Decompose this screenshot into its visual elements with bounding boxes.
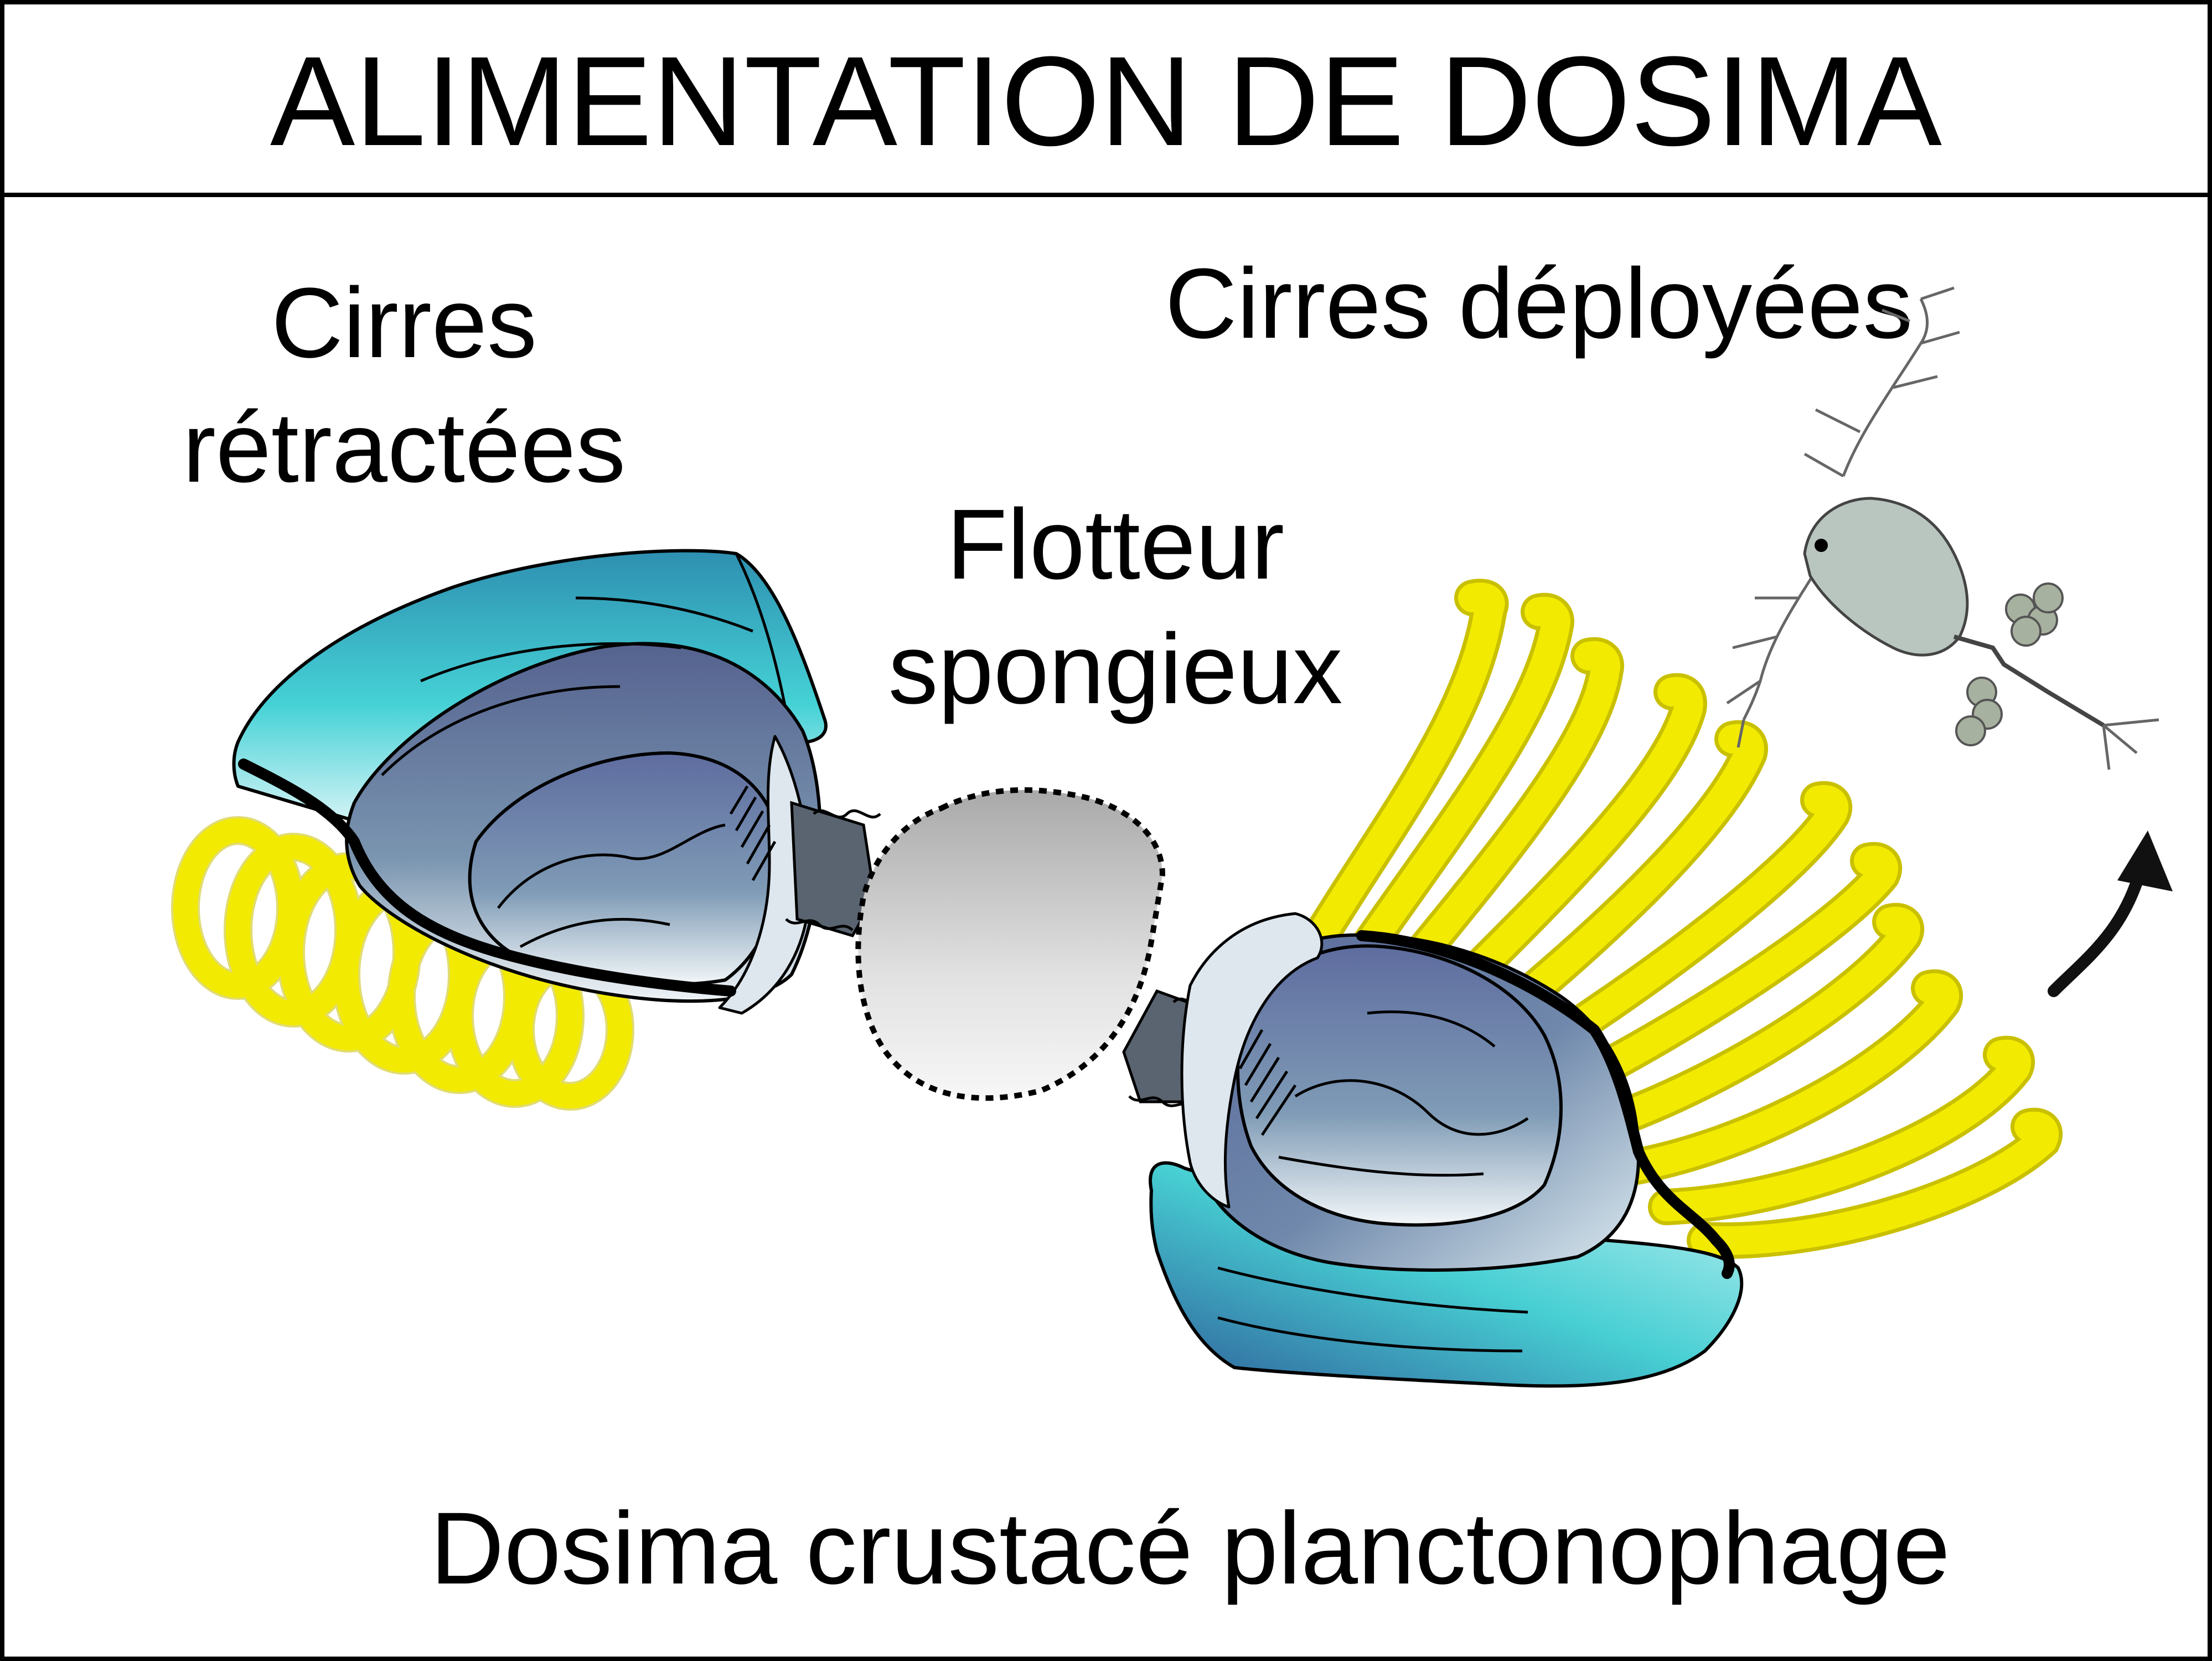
caption: Dosima crustacé planctonophage [430,1492,1950,1606]
left-barnacle-shell [232,549,828,1015]
movement-arrow-icon [2048,830,2173,997]
sponge-float [855,787,1166,1101]
label-float-line1: Flotteur [947,489,1284,600]
plankton-copepod [1726,286,2159,770]
label-retracted-line2: rétractées [183,392,626,503]
label-retracted-line1: Cirres [271,267,537,379]
page-title: ALIMENTATION DE DOSIMA [270,30,1942,172]
deployed-cirri [1299,579,2063,1259]
right-barnacle-shell [1149,912,1744,1388]
label-float-line2: spongieux [888,613,1343,725]
label-deployed: Cirres déployées [1165,248,1913,359]
